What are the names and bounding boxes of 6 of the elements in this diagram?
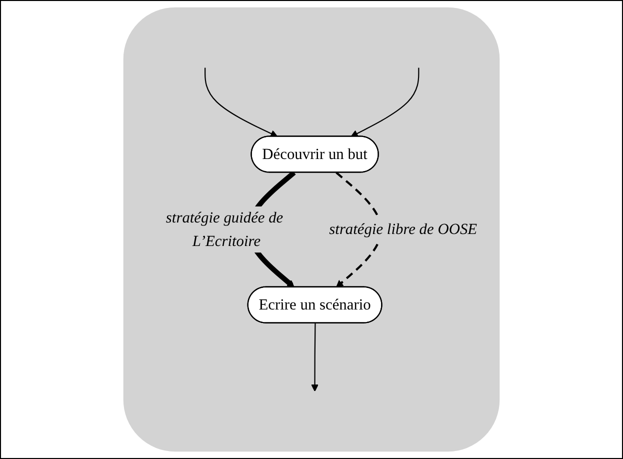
arrow [350,68,420,137]
edge-label: stratégie libre de OOSE [329,220,478,238]
cluster [123,7,500,452]
edge-label: stratégie guidée de L’Ecritoire [166,208,284,250]
arrow [311,323,319,392]
arrow [204,68,278,138]
